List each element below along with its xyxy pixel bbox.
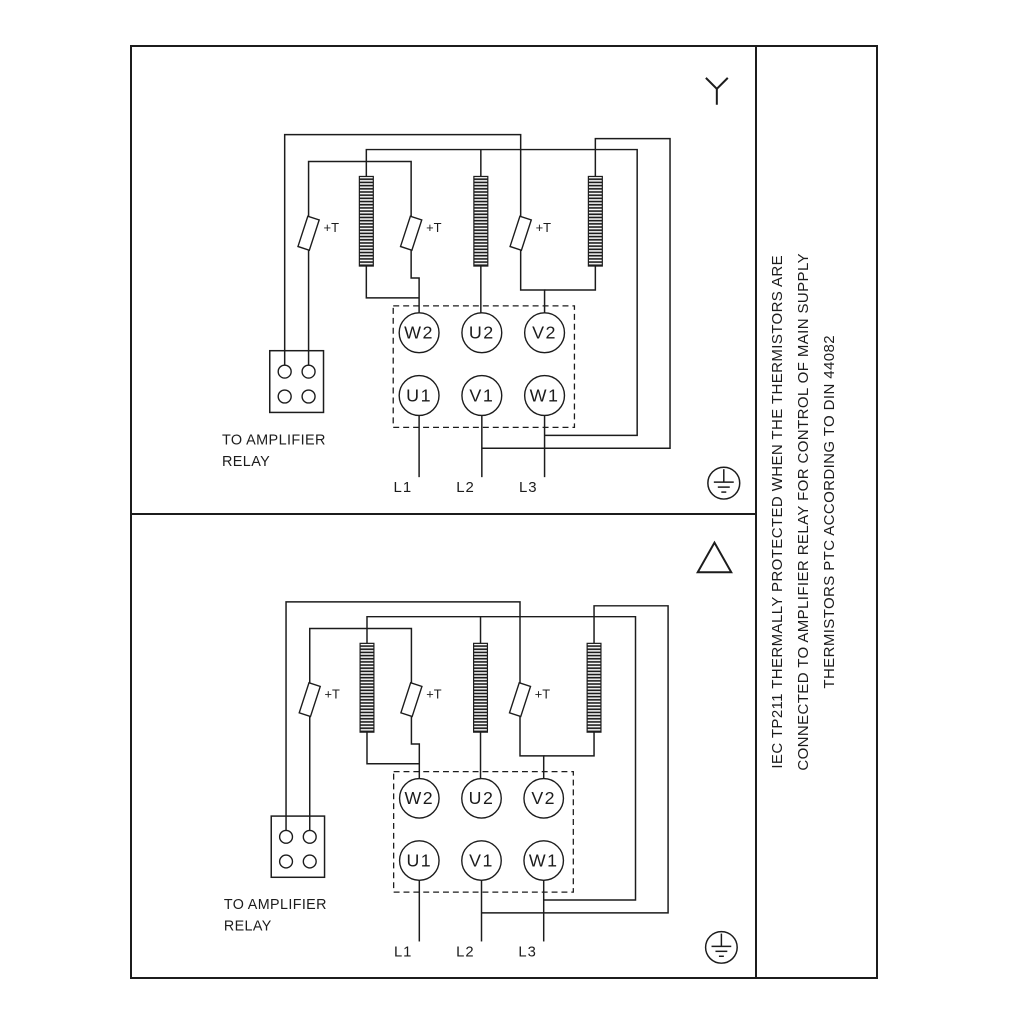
terminal-board-outline <box>392 305 576 429</box>
side-note: IEC TP211 THERMALLY PROTECTED WHEN THE T… <box>757 47 876 977</box>
protective-earth-icon <box>704 930 738 964</box>
thermistor-label: +T <box>426 687 441 702</box>
terminal-v2 <box>523 312 566 354</box>
terminal-label-u1: U1 <box>406 850 432 870</box>
terminal-label-v1: V1 <box>469 385 494 405</box>
winding-coil <box>586 642 602 733</box>
terminal-v2 <box>523 777 565 819</box>
terminal-label-u2: U2 <box>469 788 495 808</box>
wiring-panels: +T +T +T W2 U2 V2 U1 V1 W <box>132 47 757 977</box>
winding-coil <box>587 175 603 267</box>
terminal-label-v2: V2 <box>531 788 556 808</box>
terminal-label-w1: W1 <box>529 850 559 870</box>
motor-windings <box>359 642 602 733</box>
terminal-block: W2 U2 V2 U1 V1 W1 <box>398 777 565 881</box>
star-connection-icon <box>705 77 729 105</box>
winding-coil <box>473 175 489 267</box>
terminal-board-outline <box>393 771 574 893</box>
supply-label-l1: L1 <box>394 479 413 496</box>
protective-earth-icon <box>707 466 741 500</box>
thermistor-icon <box>298 681 322 718</box>
winding-coil <box>473 642 489 733</box>
terminal-w1 <box>523 374 566 417</box>
thermistor-label: +T <box>536 220 552 235</box>
side-note-line3: THERMISTORS PTC ACCORDING TO DIN 44082 <box>821 335 838 689</box>
terminal-label-w2: W2 <box>404 323 434 343</box>
thermistor-label: +T <box>535 687 550 702</box>
winding-coil <box>359 642 375 733</box>
terminal-label-w2: W2 <box>405 788 435 808</box>
thermistor-label: +T <box>324 220 340 235</box>
delta-wiring-svg: +T +T +T W2 U2 V2 U1 V1 W <box>224 540 738 964</box>
terminal-label-v1: V1 <box>469 850 494 870</box>
terminal-w2 <box>398 312 440 354</box>
relay-caption-line1: TO AMPLIFIER <box>224 897 327 913</box>
terminal-u2 <box>461 312 503 354</box>
thermistors: +T +T +T <box>297 215 552 252</box>
terminal-v1 <box>461 840 502 881</box>
amplifier-relay: TO AMPLIFIER RELAY <box>222 349 326 470</box>
thermistor-label: +T <box>426 220 442 235</box>
supply-terminal-labels: L1 L2 L3 <box>394 479 538 496</box>
relay-caption-line2: RELAY <box>224 919 272 935</box>
supply-terminal-labels: L1 L2 L3 <box>394 944 536 960</box>
wires <box>285 601 669 942</box>
diagram-frame: +T +T +T W2 U2 V2 U1 V1 W <box>130 45 878 979</box>
terminal-w1 <box>523 840 565 881</box>
thermistor-icon <box>508 681 532 718</box>
thermistor-icon <box>509 215 533 252</box>
terminal-label-u1: U1 <box>406 385 432 405</box>
supply-label-l3: L3 <box>518 944 536 960</box>
supply-label-l2: L2 <box>456 479 475 496</box>
thermistor-icon <box>297 215 321 252</box>
star-wiring-panel: +T +T +T W2 U2 V2 U1 V1 W <box>132 47 755 513</box>
terminal-label-u2: U2 <box>469 323 495 343</box>
terminal-u2 <box>461 777 502 819</box>
star-wiring-svg: +T +T +T W2 U2 V2 U1 V1 W <box>222 77 741 500</box>
terminal-label-v2: V2 <box>532 323 557 343</box>
thermistor-label: +T <box>325 687 340 702</box>
terminal-u1 <box>398 840 440 881</box>
terminal-u1 <box>398 374 440 417</box>
wires <box>283 133 671 478</box>
side-note-line1: IEC TP211 THERMALLY PROTECTED WHEN THE T… <box>769 255 786 769</box>
side-note-line2: CONNECTED TO AMPLIFIER RELAY FOR CONTROL… <box>795 253 812 771</box>
terminal-v1 <box>461 374 503 417</box>
relay-caption-line2: RELAY <box>222 454 270 470</box>
amplifier-relay: TO AMPLIFIER RELAY <box>224 815 327 935</box>
supply-label-l2: L2 <box>456 944 474 960</box>
terminal-block: W2 U2 V2 U1 V1 W1 <box>398 312 566 417</box>
terminal-label-w1: W1 <box>530 385 560 405</box>
supply-label-l1: L1 <box>394 944 412 960</box>
delta-wiring-panel: +T +T +T W2 U2 V2 U1 V1 W <box>132 513 755 977</box>
motor-windings <box>358 175 603 267</box>
thermistor-icon <box>399 215 423 252</box>
delta-connection-icon <box>696 540 733 574</box>
terminal-w2 <box>398 777 440 819</box>
thermistors: +T +T +T <box>298 681 550 718</box>
thermistor-icon <box>400 681 423 718</box>
supply-label-l3: L3 <box>519 479 538 496</box>
winding-coil <box>358 175 374 267</box>
relay-caption-line1: TO AMPLIFIER <box>222 432 326 448</box>
